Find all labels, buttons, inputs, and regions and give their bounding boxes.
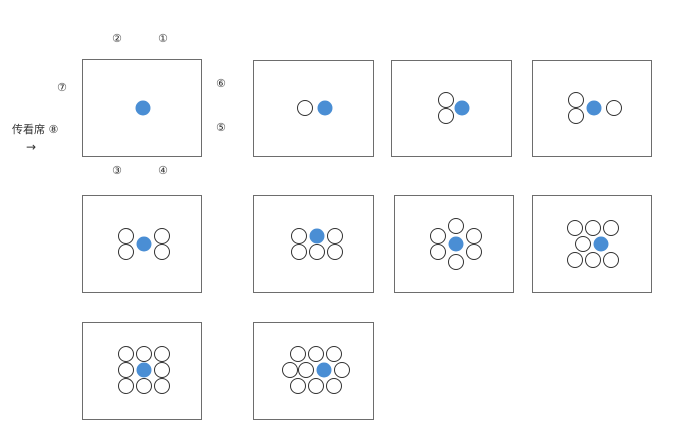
label-position-8: ⑧	[48, 123, 59, 136]
panel-4-circles	[568, 92, 622, 124]
empty-circle	[567, 252, 583, 268]
label-viewer-seat: 传看席 ⑧	[12, 124, 58, 136]
empty-circle	[326, 346, 342, 362]
panel-2	[253, 60, 374, 157]
empty-circle	[603, 252, 619, 268]
empty-circle	[568, 108, 584, 124]
label-position-1: ①	[158, 32, 168, 45]
empty-circle	[308, 378, 324, 394]
arrow-icon: →	[26, 140, 37, 154]
panel-2-circles	[297, 100, 333, 116]
panel-8	[532, 195, 652, 293]
empty-circle	[327, 244, 343, 260]
panel-4	[532, 60, 652, 157]
panel-6	[253, 195, 374, 293]
label-position-6: ⑥	[216, 77, 226, 90]
empty-circle	[575, 236, 591, 252]
empty-circle	[118, 378, 134, 394]
empty-circle	[327, 228, 343, 244]
panel-5-circles	[118, 228, 170, 260]
panel-3-circles	[438, 92, 470, 124]
label-position-3: ③	[112, 164, 122, 177]
empty-circle	[118, 346, 134, 362]
empty-circle	[438, 108, 454, 124]
panel-1-circles	[135, 100, 151, 116]
empty-circle	[291, 228, 307, 244]
filled-circle	[593, 236, 609, 252]
filled-circle	[136, 236, 152, 252]
panel-3	[391, 60, 512, 157]
empty-circle	[290, 346, 306, 362]
empty-circle	[282, 362, 298, 378]
label-position-5: ⑤	[216, 121, 226, 134]
label-position-7: ⑦	[57, 81, 67, 94]
empty-circle	[118, 244, 134, 260]
filled-circle	[317, 100, 333, 116]
panel-7-circles	[430, 218, 482, 270]
filled-circle	[136, 362, 152, 378]
label-position-2: ②	[112, 32, 122, 45]
empty-circle	[585, 252, 601, 268]
empty-circle	[326, 378, 342, 394]
empty-circle	[136, 378, 152, 394]
panel-9-circles	[118, 346, 170, 394]
empty-circle	[448, 254, 464, 270]
empty-circle	[568, 92, 584, 108]
filled-circle	[135, 100, 151, 116]
panel-6-circles	[291, 228, 343, 260]
empty-circle	[308, 346, 324, 362]
empty-circle	[448, 218, 464, 234]
empty-circle	[118, 228, 134, 244]
filled-circle	[309, 228, 325, 244]
empty-circle	[585, 220, 601, 236]
filled-circle	[586, 100, 602, 116]
empty-circle	[430, 244, 446, 260]
empty-circle	[430, 228, 446, 244]
empty-circle	[136, 346, 152, 362]
label-position-4: ④	[158, 164, 168, 177]
empty-circle	[298, 362, 314, 378]
empty-circle	[438, 92, 454, 108]
empty-circle	[466, 244, 482, 260]
empty-circle	[290, 378, 306, 394]
empty-circle	[603, 220, 619, 236]
filled-circle	[448, 236, 464, 252]
empty-circle	[297, 100, 313, 116]
filled-circle	[454, 100, 470, 116]
empty-circle	[567, 220, 583, 236]
panel-10-circles	[282, 346, 350, 394]
viewer-seat-text: 传看席	[12, 123, 45, 136]
empty-circle	[154, 378, 170, 394]
empty-circle	[154, 244, 170, 260]
empty-circle	[154, 362, 170, 378]
empty-circle	[118, 362, 134, 378]
filled-circle	[316, 362, 332, 378]
empty-circle	[154, 228, 170, 244]
empty-circle	[466, 228, 482, 244]
empty-circle	[291, 244, 307, 260]
empty-circle	[334, 362, 350, 378]
panel-8-circles	[567, 220, 619, 268]
empty-circle	[309, 244, 325, 260]
empty-circle	[606, 100, 622, 116]
empty-circle	[154, 346, 170, 362]
